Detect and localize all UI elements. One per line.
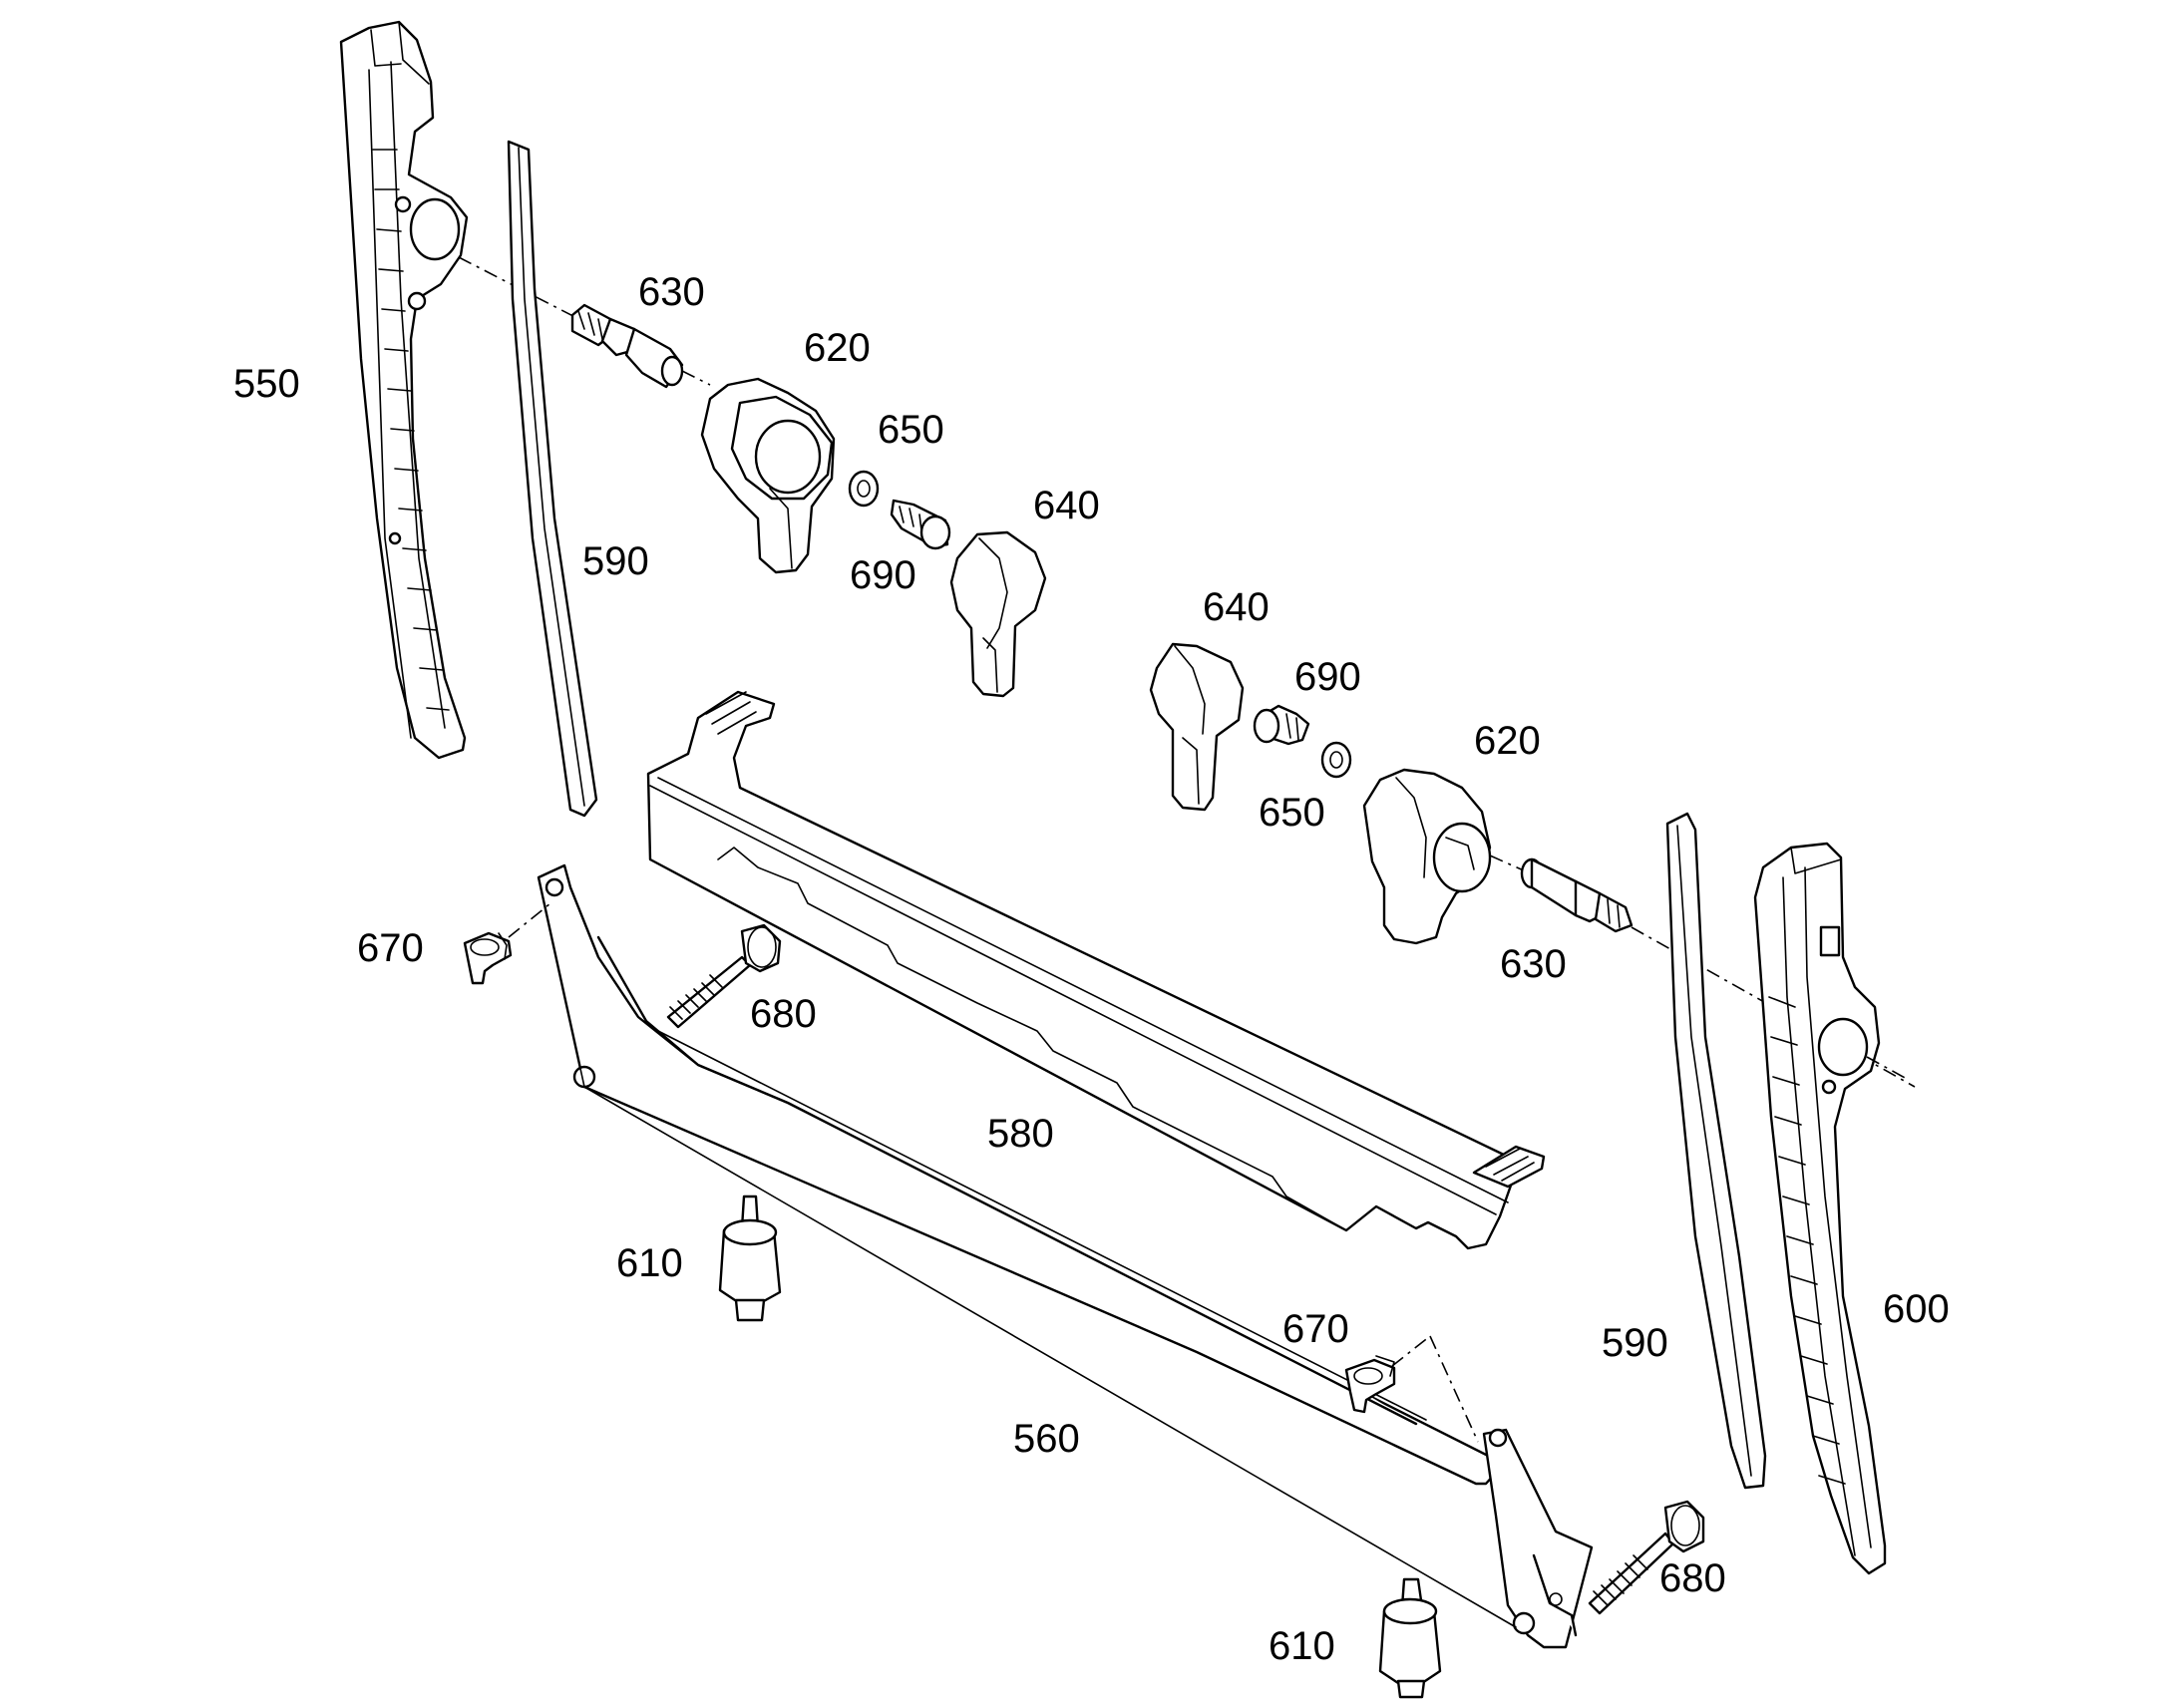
callout-650-top: 650 — [878, 408, 944, 452]
part-630-top-threaded-pin — [570, 303, 684, 389]
callout-620-top: 620 — [804, 326, 871, 370]
part-640-top-lever — [949, 530, 1047, 698]
part-690-top-screw — [890, 499, 951, 550]
part-680-right-bolt — [1588, 1500, 1705, 1615]
callout-690-middle: 690 — [1294, 655, 1361, 699]
callout-640-top: 640 — [1033, 484, 1100, 527]
axis-line-right-rail — [1866, 1056, 1908, 1080]
callout-630-top: 630 — [638, 270, 705, 314]
part-650-middle-washer — [1320, 741, 1352, 779]
callout-610-right: 610 — [1269, 1624, 1335, 1668]
part-590-right-seal-strip — [1665, 812, 1767, 1490]
part-620-middle-bearing-bracket — [1362, 768, 1492, 945]
callout-610-left: 610 — [616, 1241, 683, 1285]
axis-line-620-middle — [1489, 854, 1527, 872]
part-600-right-side-rail — [1753, 842, 1887, 1575]
callout-680-left: 680 — [750, 992, 817, 1036]
part-680-left-bolt — [666, 923, 782, 1029]
callout-560: 560 — [1013, 1417, 1080, 1461]
callout-690-top: 690 — [850, 553, 916, 597]
callout-680-right: 680 — [1659, 1556, 1726, 1600]
part-610-right-mount — [1378, 1577, 1442, 1699]
callout-600: 600 — [1883, 1287, 1950, 1331]
callout-670-left: 670 — [357, 926, 424, 970]
callout-580: 580 — [987, 1112, 1054, 1156]
part-690-middle-screw — [1253, 704, 1310, 746]
part-630-middle-threaded-pin — [1520, 857, 1634, 933]
callout-640-middle: 640 — [1203, 585, 1270, 629]
axis-line-630-top — [681, 370, 711, 386]
part-550-left-side-rail — [339, 20, 469, 760]
part-560-bottom-panel — [537, 863, 1594, 1649]
callout-590-left: 590 — [582, 539, 649, 583]
part-670-left-screw — [463, 931, 513, 985]
part-670-right-screw — [1344, 1355, 1396, 1414]
part-620-top-bearing-bracket — [700, 377, 836, 574]
part-610-left-mount — [718, 1195, 782, 1322]
callout-620-middle: 620 — [1474, 719, 1541, 763]
part-650-top-washer — [848, 470, 880, 508]
axis-line-670-left — [508, 902, 551, 938]
callout-590-right: 590 — [1602, 1321, 1668, 1365]
callout-650-middle: 650 — [1259, 791, 1325, 835]
part-640-middle-lever — [1149, 642, 1245, 812]
axis-line-670-right-down — [1429, 1335, 1479, 1443]
part-590-left-seal-strip — [507, 140, 598, 818]
callout-550: 550 — [233, 362, 300, 406]
part-580-crossbar — [646, 690, 1546, 1250]
callout-630-middle: 630 — [1500, 942, 1567, 986]
axis-line-670-right — [1391, 1335, 1431, 1367]
callout-670-right: 670 — [1282, 1307, 1349, 1351]
